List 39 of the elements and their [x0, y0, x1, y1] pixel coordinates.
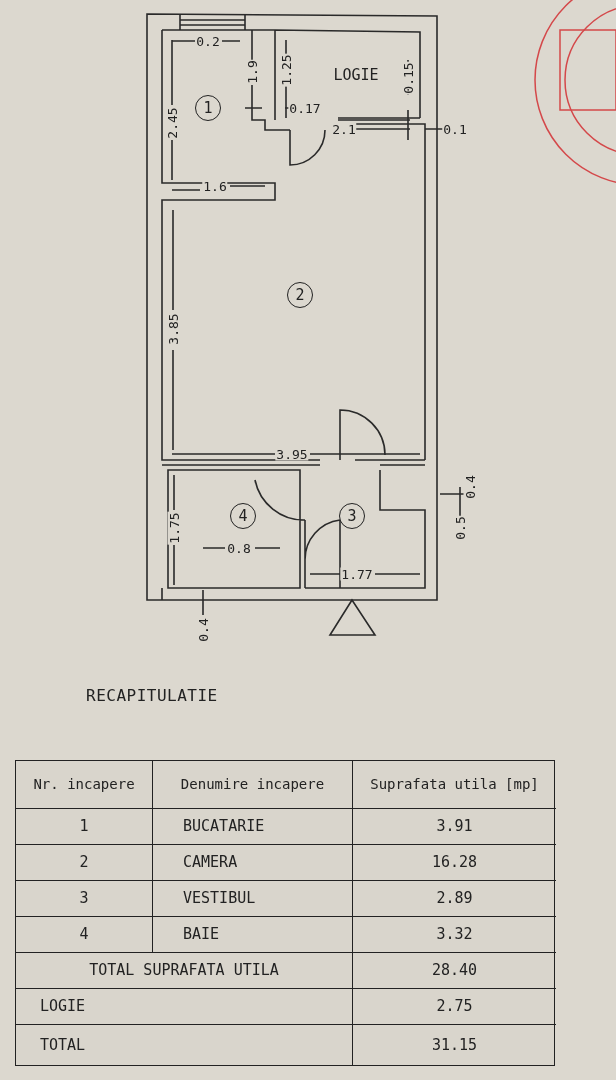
- table-cell-text: 2.89: [436, 890, 473, 907]
- table-cell-text: 2: [79, 854, 89, 871]
- table-cell-text: 2.75: [436, 998, 473, 1015]
- dimension-label: 0.5: [453, 515, 467, 541]
- column-header: Denumire incapere: [180, 776, 325, 793]
- dimension-label: 1.25: [279, 53, 293, 87]
- dimension-label: 1.9: [245, 59, 259, 85]
- table-cell-text: 3.91: [436, 818, 473, 835]
- table-cell-text: 3.32: [436, 926, 473, 943]
- table-cell-text: TOTAL: [40, 1036, 86, 1054]
- dimension-label: 1.75: [167, 511, 181, 545]
- dimension-label: 0.2: [195, 34, 221, 48]
- table-cell-text: VESTIBUL: [183, 890, 256, 907]
- table-cell-text: BAIE: [183, 926, 220, 943]
- column-header: Suprafata utila [mp]: [370, 776, 539, 793]
- dimension-label: 2.45: [165, 106, 179, 140]
- table-cell-text: 3: [79, 890, 89, 907]
- table-cell-text: TOTAL SUPRAFATA UTILA: [89, 962, 279, 979]
- dimension-label: 0.15: [401, 61, 415, 95]
- section-heading: RECAPITULATIE: [86, 686, 218, 705]
- dimension-label: 0.8: [226, 541, 252, 555]
- table-cell-text: LOGIE: [40, 998, 86, 1015]
- dimension-label: 2.1: [331, 122, 357, 136]
- dimension-label: 3.95: [275, 447, 309, 461]
- table-cell-text: 4: [79, 926, 89, 943]
- table-cell-text: CAMERA: [183, 854, 238, 871]
- table-cell-text: 31.15: [431, 1036, 478, 1054]
- dimension-label: 0.4: [196, 617, 210, 643]
- dimension-label: 0.1: [442, 122, 468, 136]
- table-cell-text: 1: [79, 818, 89, 835]
- table-cell-text: 28.40: [431, 962, 478, 979]
- column-header: Nr. incapere: [33, 776, 135, 793]
- dimension-label: 3.85: [166, 312, 180, 346]
- room-name: LOGIE: [332, 67, 380, 83]
- dimension-label: 1.77: [340, 567, 374, 581]
- dimension-label: 0.4: [463, 474, 477, 500]
- table-cell-text: BUCATARIE: [183, 818, 265, 835]
- table-cell-text: 16.28: [431, 854, 478, 871]
- dimension-label: 1.6: [202, 179, 228, 193]
